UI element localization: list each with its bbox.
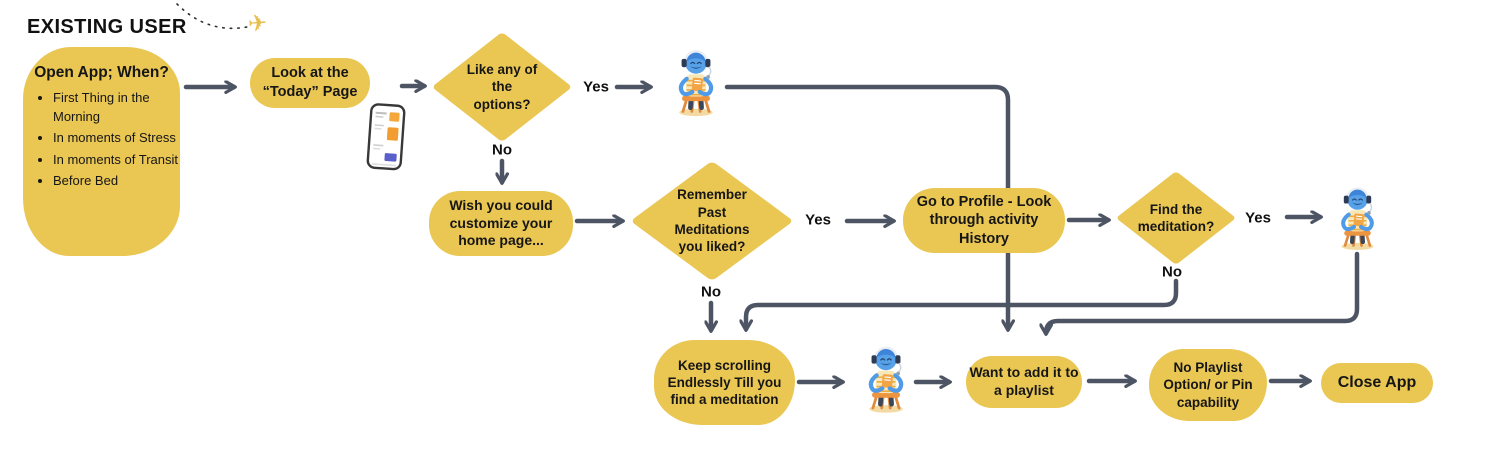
node-label: Find the meditation?	[1137, 201, 1215, 234]
node-label: Close App	[1337, 373, 1417, 391]
edge-character3-to-want	[1046, 251, 1360, 333]
node-wish-customize: Wish you could customize your home page.…	[429, 191, 573, 256]
today-page-phone-mockup	[366, 103, 406, 171]
listening-character-icon	[1331, 187, 1384, 251]
listening-character-icon	[858, 346, 914, 414]
node-look-today-page: Look at the “Today” Page	[250, 58, 370, 108]
diamond-shape	[632, 162, 792, 280]
bullet-item: In moments of Stress	[53, 129, 180, 147]
diamond-shape	[433, 33, 571, 141]
node-go-to-profile: Go to Profile - Look through activity Hi…	[903, 188, 1065, 253]
decision-like-options: Like any of the options?	[433, 33, 571, 141]
bullet-item: In moments of Transit	[53, 151, 180, 169]
node-label: Want to add it to a playlist	[969, 364, 1079, 398]
open-app-bullet-list: First Thing in the Morning In moments of…	[23, 89, 180, 190]
bullet-item: Before Bed	[53, 172, 180, 190]
node-keep-scrolling: Keep scrolling Endlessly Till you find a…	[654, 340, 795, 425]
node-label: Like any of the options?	[466, 62, 538, 112]
node-label: Wish you could customize your home page.…	[449, 196, 553, 249]
airplane-icon: ✈	[247, 10, 269, 38]
bullet-item: First Thing in the Morning	[53, 89, 180, 126]
edge-label-like-yes: Yes	[583, 78, 609, 96]
decision-remember-past: Remember Past Meditations you liked?	[632, 162, 792, 280]
node-label: Keep scrolling Endlessly Till you find a…	[667, 357, 782, 408]
node-open-app: Open App; When? First Thing in the Morni…	[23, 47, 180, 256]
node-label: Go to Profile - Look through activity Hi…	[916, 193, 1052, 247]
node-no-playlist-option: No Playlist Option/ or Pin capability	[1149, 349, 1267, 421]
edge-label-find-yes: Yes	[1245, 209, 1271, 227]
node-label: Remember Past Meditations you liked?	[674, 187, 750, 255]
node-want-add-playlist: Want to add it to a playlist	[966, 356, 1082, 408]
open-app-title: Open App; When?	[34, 64, 169, 81]
node-close-app: Close App	[1321, 363, 1433, 403]
listening-character-icon	[668, 50, 724, 117]
edge-find-no-to-keep	[746, 278, 1179, 329]
node-label: Look at the “Today” Page	[262, 65, 358, 100]
edge-label-find-no: No	[1162, 263, 1182, 281]
decision-find-meditation: Find the meditation?	[1117, 172, 1235, 264]
edge-character1-to-want	[724, 84, 1008, 329]
diamond-shape	[1117, 172, 1235, 264]
node-label: No Playlist Option/ or Pin capability	[1163, 360, 1253, 410]
edge-label-like-no: No	[492, 141, 512, 159]
edge-label-remember-no: No	[701, 283, 721, 301]
edge-label-remember-yes: Yes	[805, 211, 831, 229]
page-title: EXISTING USER	[27, 16, 187, 38]
